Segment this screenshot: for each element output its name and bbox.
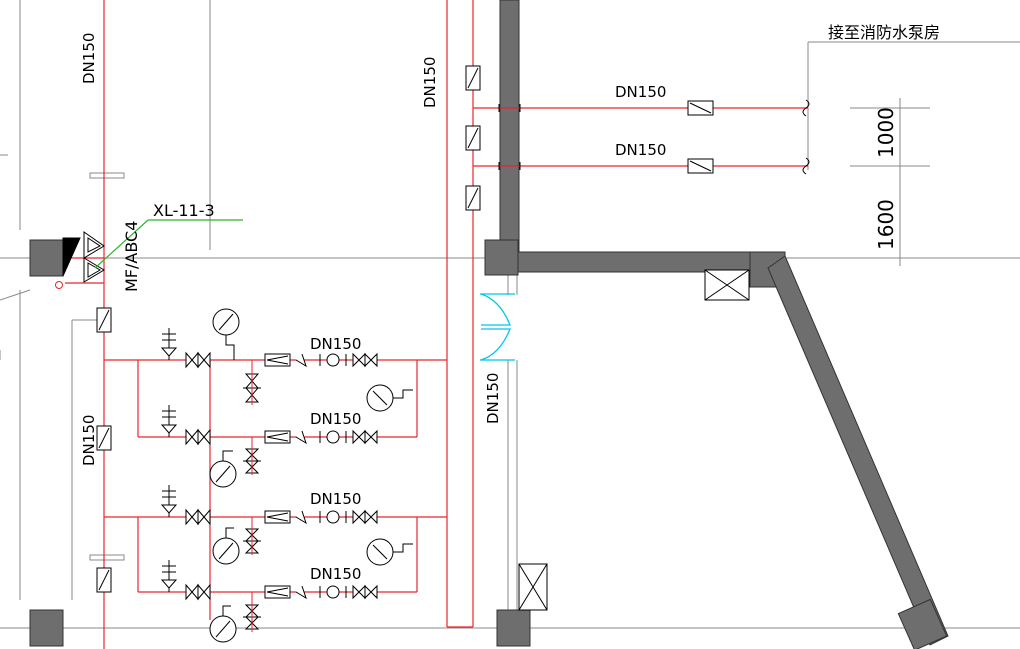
valve-row-4	[185, 583, 378, 601]
drain-valves	[243, 360, 261, 632]
reference-lines	[0, 0, 1020, 629]
wall-sleeves	[498, 99, 810, 175]
column-left-bottom	[29, 609, 64, 647]
valve-row-2	[185, 428, 378, 446]
pipe-label-row-3: DN150	[310, 490, 361, 508]
pipe-label-mid: DN150	[421, 57, 439, 108]
meter-left-2	[96, 425, 112, 451]
pipe-label-door: DN150	[484, 373, 502, 424]
walls	[29, 0, 949, 649]
gauge-6	[209, 605, 237, 643]
dim-lower: 1600	[874, 199, 898, 250]
column-door-bottom	[496, 609, 531, 647]
inline-meters	[96, 65, 714, 593]
pipe-label-row-4: DN150	[310, 565, 361, 583]
relief-valves	[160, 328, 178, 592]
gauge-5	[366, 538, 413, 566]
pipe-label-row-1: DN150	[310, 335, 361, 353]
pressure-gauges	[209, 308, 413, 643]
column-bottom-right	[897, 598, 948, 649]
meter-mid-3	[465, 185, 481, 211]
dim-upper: 1000	[874, 107, 898, 158]
wall-openings	[518, 269, 750, 611]
column-left-mid	[29, 239, 64, 277]
gauge-4	[212, 527, 240, 565]
meter-mid-2	[465, 125, 481, 151]
meter-mid-1	[465, 65, 481, 91]
wall-markers	[89, 172, 125, 561]
meter-right-bottom	[687, 158, 714, 174]
pipe-label-left-top: DN150	[80, 33, 98, 84]
extinguisher-label: MF/ABC4	[122, 221, 141, 292]
pipe-label-right-bottom: DN150	[615, 141, 666, 159]
pump-room-note: 接至消防水泵房	[828, 23, 940, 42]
valve-row-3	[185, 508, 378, 526]
riser-label: XL-11-3	[153, 201, 215, 220]
column-top	[484, 239, 519, 276]
meter-right-top	[687, 100, 714, 116]
extinguisher-symbol	[55, 231, 105, 289]
valve-row-1	[185, 351, 378, 369]
wall-horizontal	[517, 251, 781, 273]
pipe-label-right-top: DN150	[615, 83, 666, 101]
wall-vertical	[499, 0, 520, 271]
gauge-1	[212, 308, 240, 360]
gauge-2	[366, 384, 413, 412]
meter-left-1	[96, 307, 112, 333]
door	[480, 293, 515, 361]
wall-diagonal	[767, 255, 949, 646]
gauge-3	[209, 450, 237, 488]
riser-leader	[94, 219, 243, 269]
meter-left-3	[96, 567, 112, 593]
pipe-label-row-2: DN150	[310, 410, 361, 428]
pipe-label-left-bottom: DN150	[80, 415, 98, 466]
